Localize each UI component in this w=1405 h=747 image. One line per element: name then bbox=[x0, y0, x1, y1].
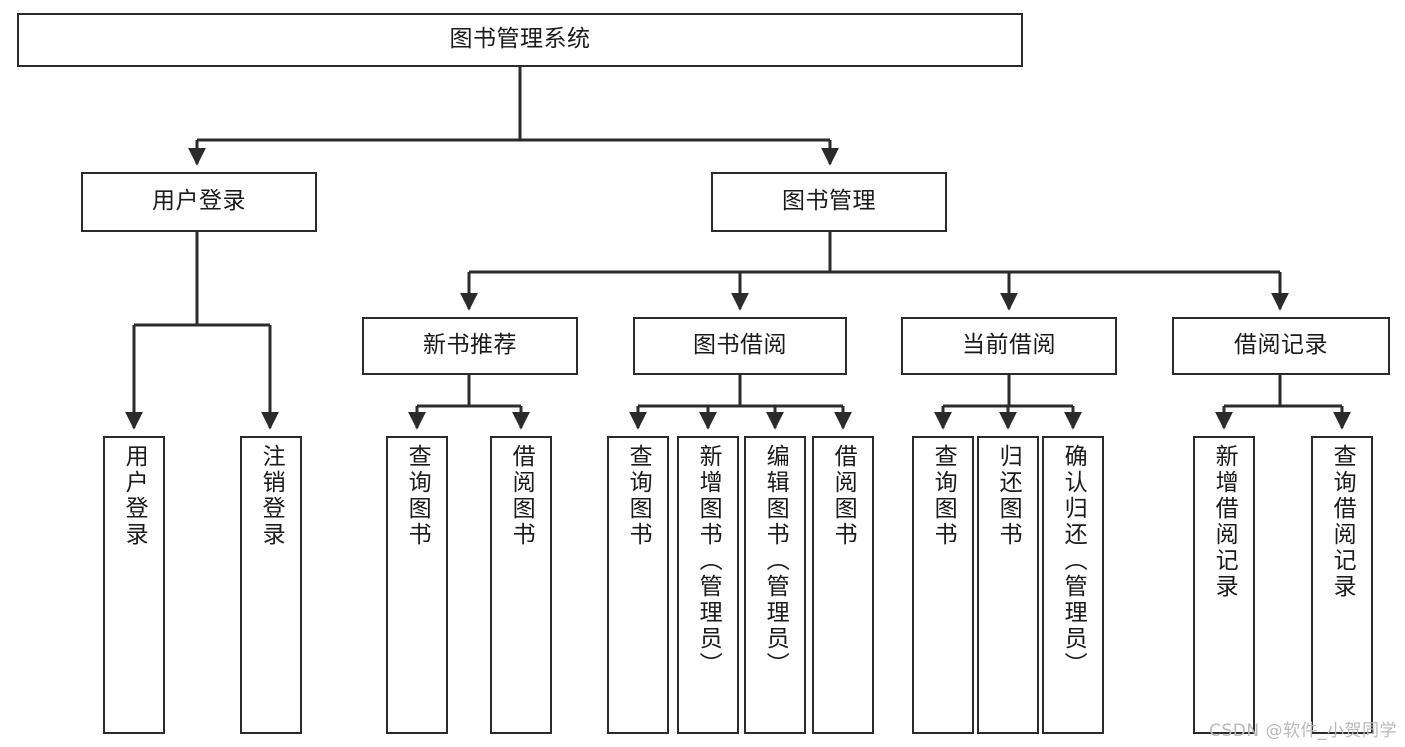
node-user-login-label: 用户登录 bbox=[152, 188, 246, 215]
node-current-borrow[interactable]: 当前借阅 bbox=[901, 317, 1117, 375]
node-leaf-query-book-1-label: 查询图书 bbox=[404, 444, 431, 548]
node-leaf-borrow-book-1-label: 借阅图书 bbox=[508, 444, 535, 548]
node-book-borrow[interactable]: 图书借阅 bbox=[633, 317, 847, 375]
node-leaf-query-record[interactable]: 查询借阅记录 bbox=[1311, 436, 1373, 734]
node-book-manage-label: 图书管理 bbox=[782, 188, 876, 215]
node-leaf-query-book-3-label: 查询图书 bbox=[930, 444, 957, 548]
node-leaf-return-book[interactable]: 归还图书 bbox=[977, 436, 1039, 734]
node-leaf-query-book-3[interactable]: 查询图书 bbox=[912, 436, 974, 734]
node-leaf-add-record[interactable]: 新增借阅记录 bbox=[1193, 436, 1255, 734]
node-user-login[interactable]: 用户登录 bbox=[81, 172, 317, 232]
node-book-borrow-label: 图书借阅 bbox=[693, 332, 787, 359]
node-leaf-user-login-label: 用户登录 bbox=[121, 444, 148, 548]
node-leaf-return-book-label: 归还图书 bbox=[995, 444, 1022, 548]
node-leaf-query-book-2-label: 查询图书 bbox=[625, 444, 652, 548]
node-book-manage[interactable]: 图书管理 bbox=[711, 172, 947, 232]
node-leaf-confirm-return-label: 确认归还（管理员） bbox=[1060, 444, 1087, 678]
node-new-book-recommend-label: 新书推荐 bbox=[423, 332, 517, 359]
node-leaf-user-login[interactable]: 用户登录 bbox=[103, 436, 165, 734]
node-leaf-add-record-label: 新增借阅记录 bbox=[1211, 444, 1238, 600]
node-leaf-logout-login-label: 注销登录 bbox=[258, 444, 285, 548]
node-root[interactable]: 图书管理系统 bbox=[17, 13, 1023, 67]
node-leaf-query-record-label: 查询借阅记录 bbox=[1329, 444, 1356, 600]
node-current-borrow-label: 当前借阅 bbox=[962, 332, 1056, 359]
node-new-book-recommend[interactable]: 新书推荐 bbox=[362, 317, 578, 375]
node-leaf-query-book-2[interactable]: 查询图书 bbox=[607, 436, 669, 734]
node-leaf-confirm-return[interactable]: 确认归还（管理员） bbox=[1042, 436, 1104, 734]
node-leaf-logout-login[interactable]: 注销登录 bbox=[240, 436, 302, 734]
node-leaf-add-book[interactable]: 新增图书（管理员） bbox=[677, 436, 739, 734]
node-leaf-borrow-book-2-label: 借阅图书 bbox=[830, 444, 857, 548]
node-leaf-edit-book[interactable]: 编辑图书（管理员） bbox=[744, 436, 806, 734]
node-leaf-add-book-label: 新增图书（管理员） bbox=[695, 444, 722, 678]
node-borrow-record[interactable]: 借阅记录 bbox=[1172, 317, 1390, 375]
node-leaf-query-book-1[interactable]: 查询图书 bbox=[386, 436, 448, 734]
node-root-label: 图书管理系统 bbox=[449, 26, 591, 53]
node-borrow-record-label: 借阅记录 bbox=[1234, 332, 1328, 359]
node-leaf-edit-book-label: 编辑图书（管理员） bbox=[762, 444, 789, 678]
node-leaf-borrow-book-2[interactable]: 借阅图书 bbox=[812, 436, 874, 734]
node-leaf-borrow-book-1[interactable]: 借阅图书 bbox=[490, 436, 552, 734]
